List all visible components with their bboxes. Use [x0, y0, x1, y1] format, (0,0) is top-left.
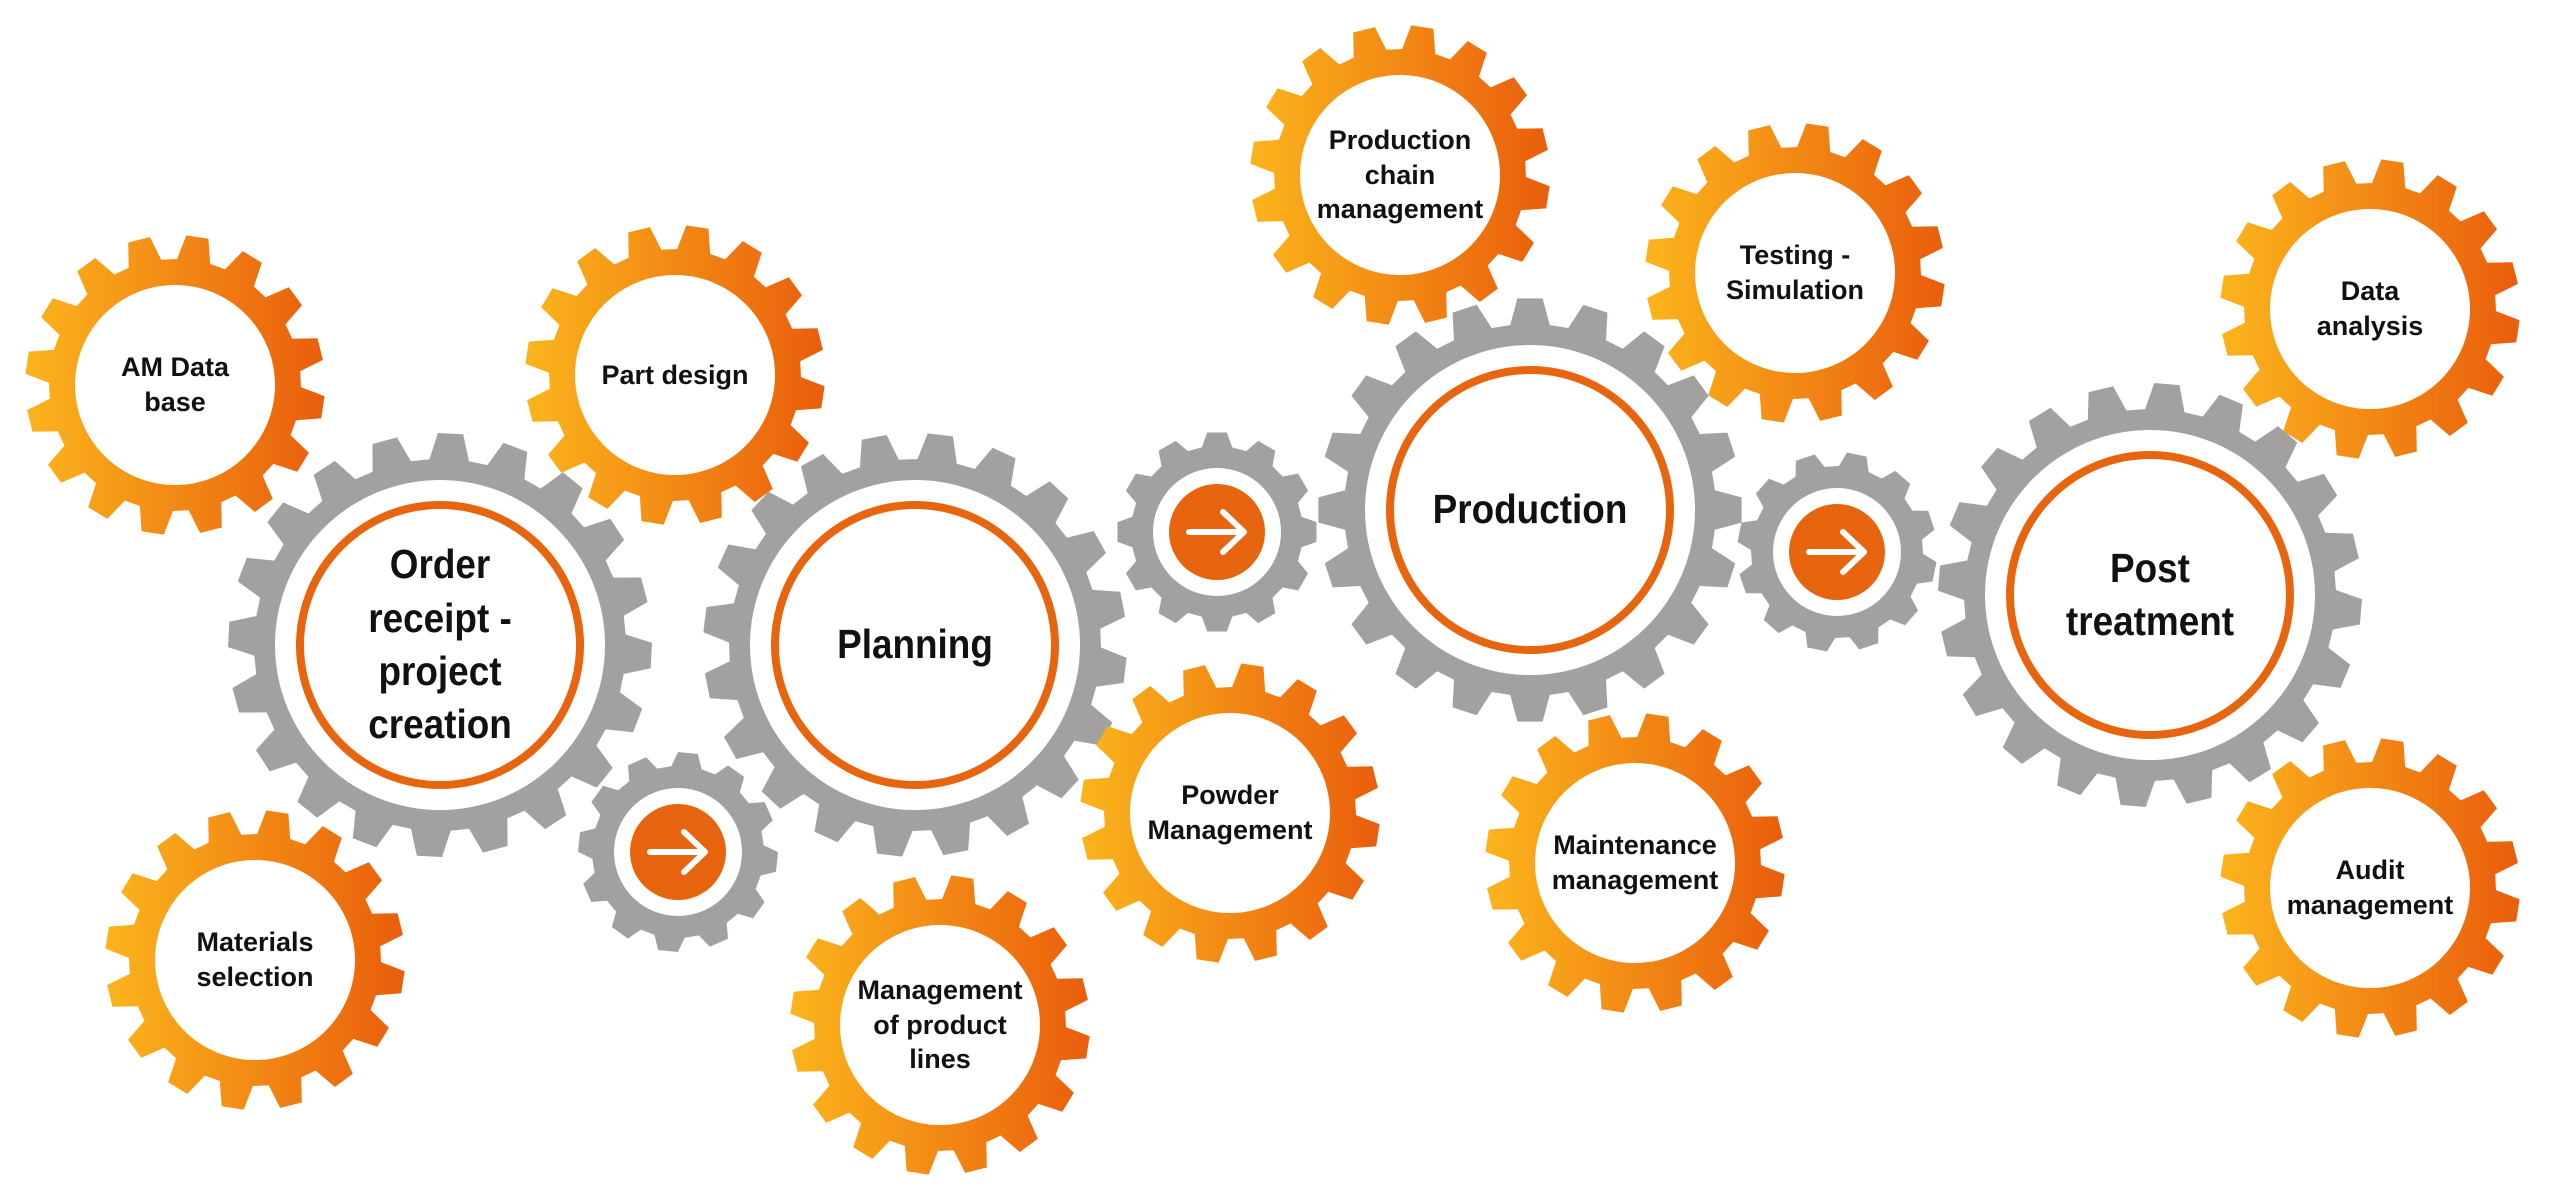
gear-data-analysis-face — [2270, 209, 2470, 409]
gear-powder-management-face — [1130, 713, 1330, 913]
gear-am-data-base-face — [75, 285, 275, 485]
gear-planning-face — [750, 480, 1080, 810]
arrow-right-icon — [1186, 509, 1247, 555]
arrow-right-icon — [1806, 529, 1867, 575]
gear-post-face — [1985, 430, 2315, 760]
gear-post-ring — [2006, 451, 2294, 739]
gear-audit-face — [2270, 788, 2470, 988]
gear-materials-selection-face — [155, 860, 355, 1060]
gear-management-product-lines-face — [840, 925, 1040, 1125]
gear-part-design-face — [575, 275, 775, 475]
gear-testing-simulation-face — [1695, 173, 1895, 373]
gear-order-face — [275, 480, 605, 810]
gear-order-ring — [296, 501, 584, 789]
gear-planning-ring — [771, 501, 1059, 789]
gear-production-chain-face — [1300, 75, 1500, 275]
gear-production-face — [1365, 345, 1695, 675]
gear-maintenance-face — [1535, 763, 1735, 963]
arrow-right-icon — [647, 829, 708, 875]
gear-production-ring — [1386, 366, 1674, 654]
